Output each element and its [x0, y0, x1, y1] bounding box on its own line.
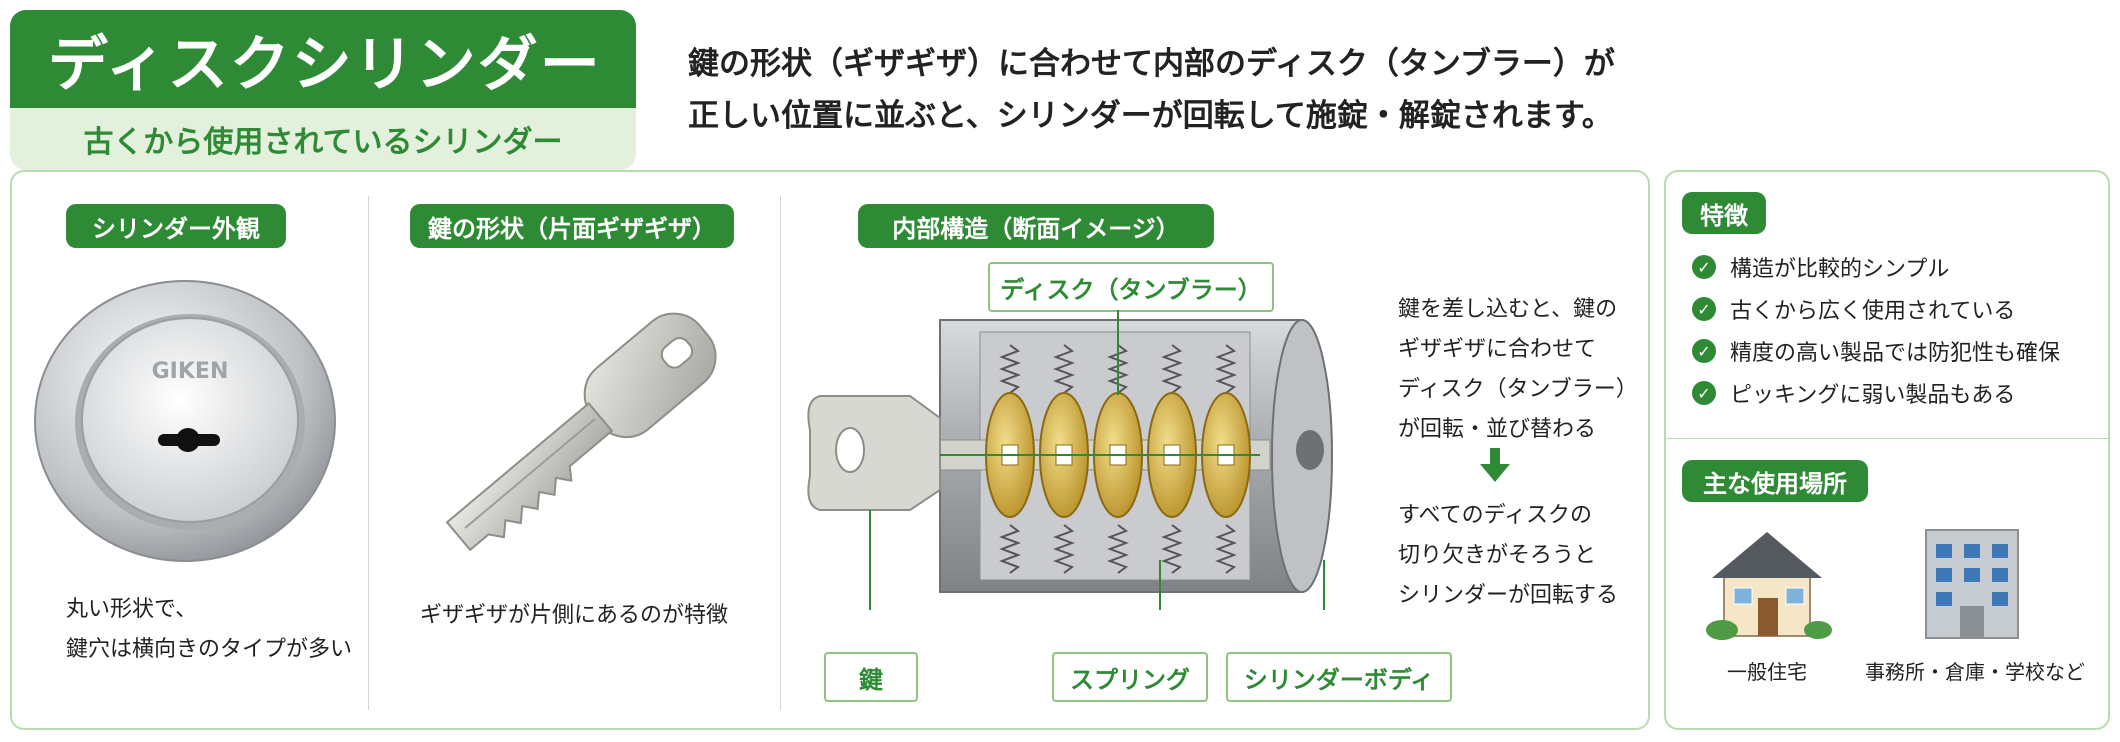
- place-label-office: 事務所・倉庫・学校など: [1865, 660, 2085, 684]
- divider: [780, 196, 781, 710]
- feature-text: 古くから広く使用されている: [1730, 299, 2016, 324]
- label-cylinder-body: シリンダーボディ: [1226, 652, 1452, 702]
- label-key: 鍵: [824, 652, 918, 702]
- header-description-line-1: 鍵の形状（ギザギザ）に合わせて内部のディスク（タンブラー）が: [688, 46, 1615, 82]
- office-building-icon: [1925, 529, 2019, 639]
- explain-line: シリンダーが回転する: [1398, 583, 1619, 608]
- page-subtitle: 古くから使用されているシリンダー: [10, 108, 636, 170]
- features-title: 特徴: [1682, 192, 1766, 234]
- feature-item: ✓ ピッキングに弱い製品もある: [1692, 372, 2060, 414]
- explain-line: ディスク（タンブラー）: [1398, 377, 1638, 402]
- check-icon: ✓: [1692, 339, 1716, 363]
- internal-explain-top: 鍵を差し込むと、鍵の ギザギザに合わせて ディスク（タンブラー） が回転・並び替…: [1398, 290, 1638, 450]
- feature-item: ✓ 構造が比較的シンプル: [1692, 246, 2060, 288]
- house-icon: [1706, 532, 1832, 640]
- explain-line: 鍵を差し込むと、鍵の: [1398, 297, 1618, 322]
- places-title: 主な使用場所: [1682, 460, 1868, 502]
- explain-line: 切り欠きがそろうと: [1398, 543, 1597, 568]
- arrow-down-icon: [1480, 448, 1510, 482]
- explain-line: が回転・並び替わる: [1398, 417, 1597, 442]
- divider: [368, 196, 369, 710]
- features-list: ✓ 構造が比較的シンプル ✓ 古くから広く使用されている ✓ 精度の高い製品では防犯性…: [1692, 246, 2060, 414]
- appearance-desc-line-2: 鍵穴は横向きのタイプが多い: [66, 637, 353, 662]
- label-disc: ディスク（タンブラー）: [988, 262, 1274, 312]
- feature-item: ✓ 古くから広く使用されている: [1692, 288, 2060, 330]
- page-title: ディスクシリンダー: [10, 10, 636, 108]
- cylinder-cross-section: [807, 310, 1333, 610]
- section-appearance-title: シリンダー外観: [66, 204, 286, 248]
- appearance-description: 丸い形状で、 鍵穴は横向きのタイプが多い: [66, 590, 352, 670]
- key-illustration: [445, 312, 717, 552]
- place-label-house: 一般住宅: [1727, 660, 1807, 684]
- explain-line: すべてのディスクの: [1398, 503, 1593, 528]
- section-internal-title: 内部構造（断面イメージ）: [858, 204, 1214, 248]
- check-icon: ✓: [1692, 381, 1716, 405]
- label-spring: スプリング: [1052, 652, 1208, 702]
- feature-text: 精度の高い製品では防犯性も確保: [1730, 341, 2061, 366]
- appearance-desc-line-1: 丸い形状で、: [66, 597, 198, 622]
- cylinder-front-illustration: GIKEN: [34, 280, 336, 562]
- divider: [1666, 438, 2108, 439]
- feature-text: ピッキングに弱い製品もある: [1730, 383, 2016, 408]
- header-description-line-2: 正しい位置に並ぶと、シリンダーが回転して施錠・解錠されます。: [688, 98, 1613, 134]
- feature-item: ✓ 精度の高い製品では防犯性も確保: [1692, 330, 2060, 372]
- key-description: ギザギザが片側にあるのが特徴: [420, 603, 729, 628]
- header-description: 鍵の形状（ギザギザ）に合わせて内部のディスク（タンブラー）が 正しい位置に並ぶと…: [688, 38, 1688, 142]
- section-key-title: 鍵の形状（片面ギザギザ）: [410, 204, 734, 248]
- feature-text: 構造が比較的シンプル: [1730, 257, 1950, 282]
- check-icon: ✓: [1692, 255, 1716, 279]
- internal-explain-bottom: すべてのディスクの 切り欠きがそろうと シリンダーが回転する: [1398, 496, 1618, 616]
- explain-line: ギザギザに合わせて: [1398, 337, 1597, 362]
- check-icon: ✓: [1692, 297, 1716, 321]
- brand-engraving: GIKEN: [152, 359, 229, 384]
